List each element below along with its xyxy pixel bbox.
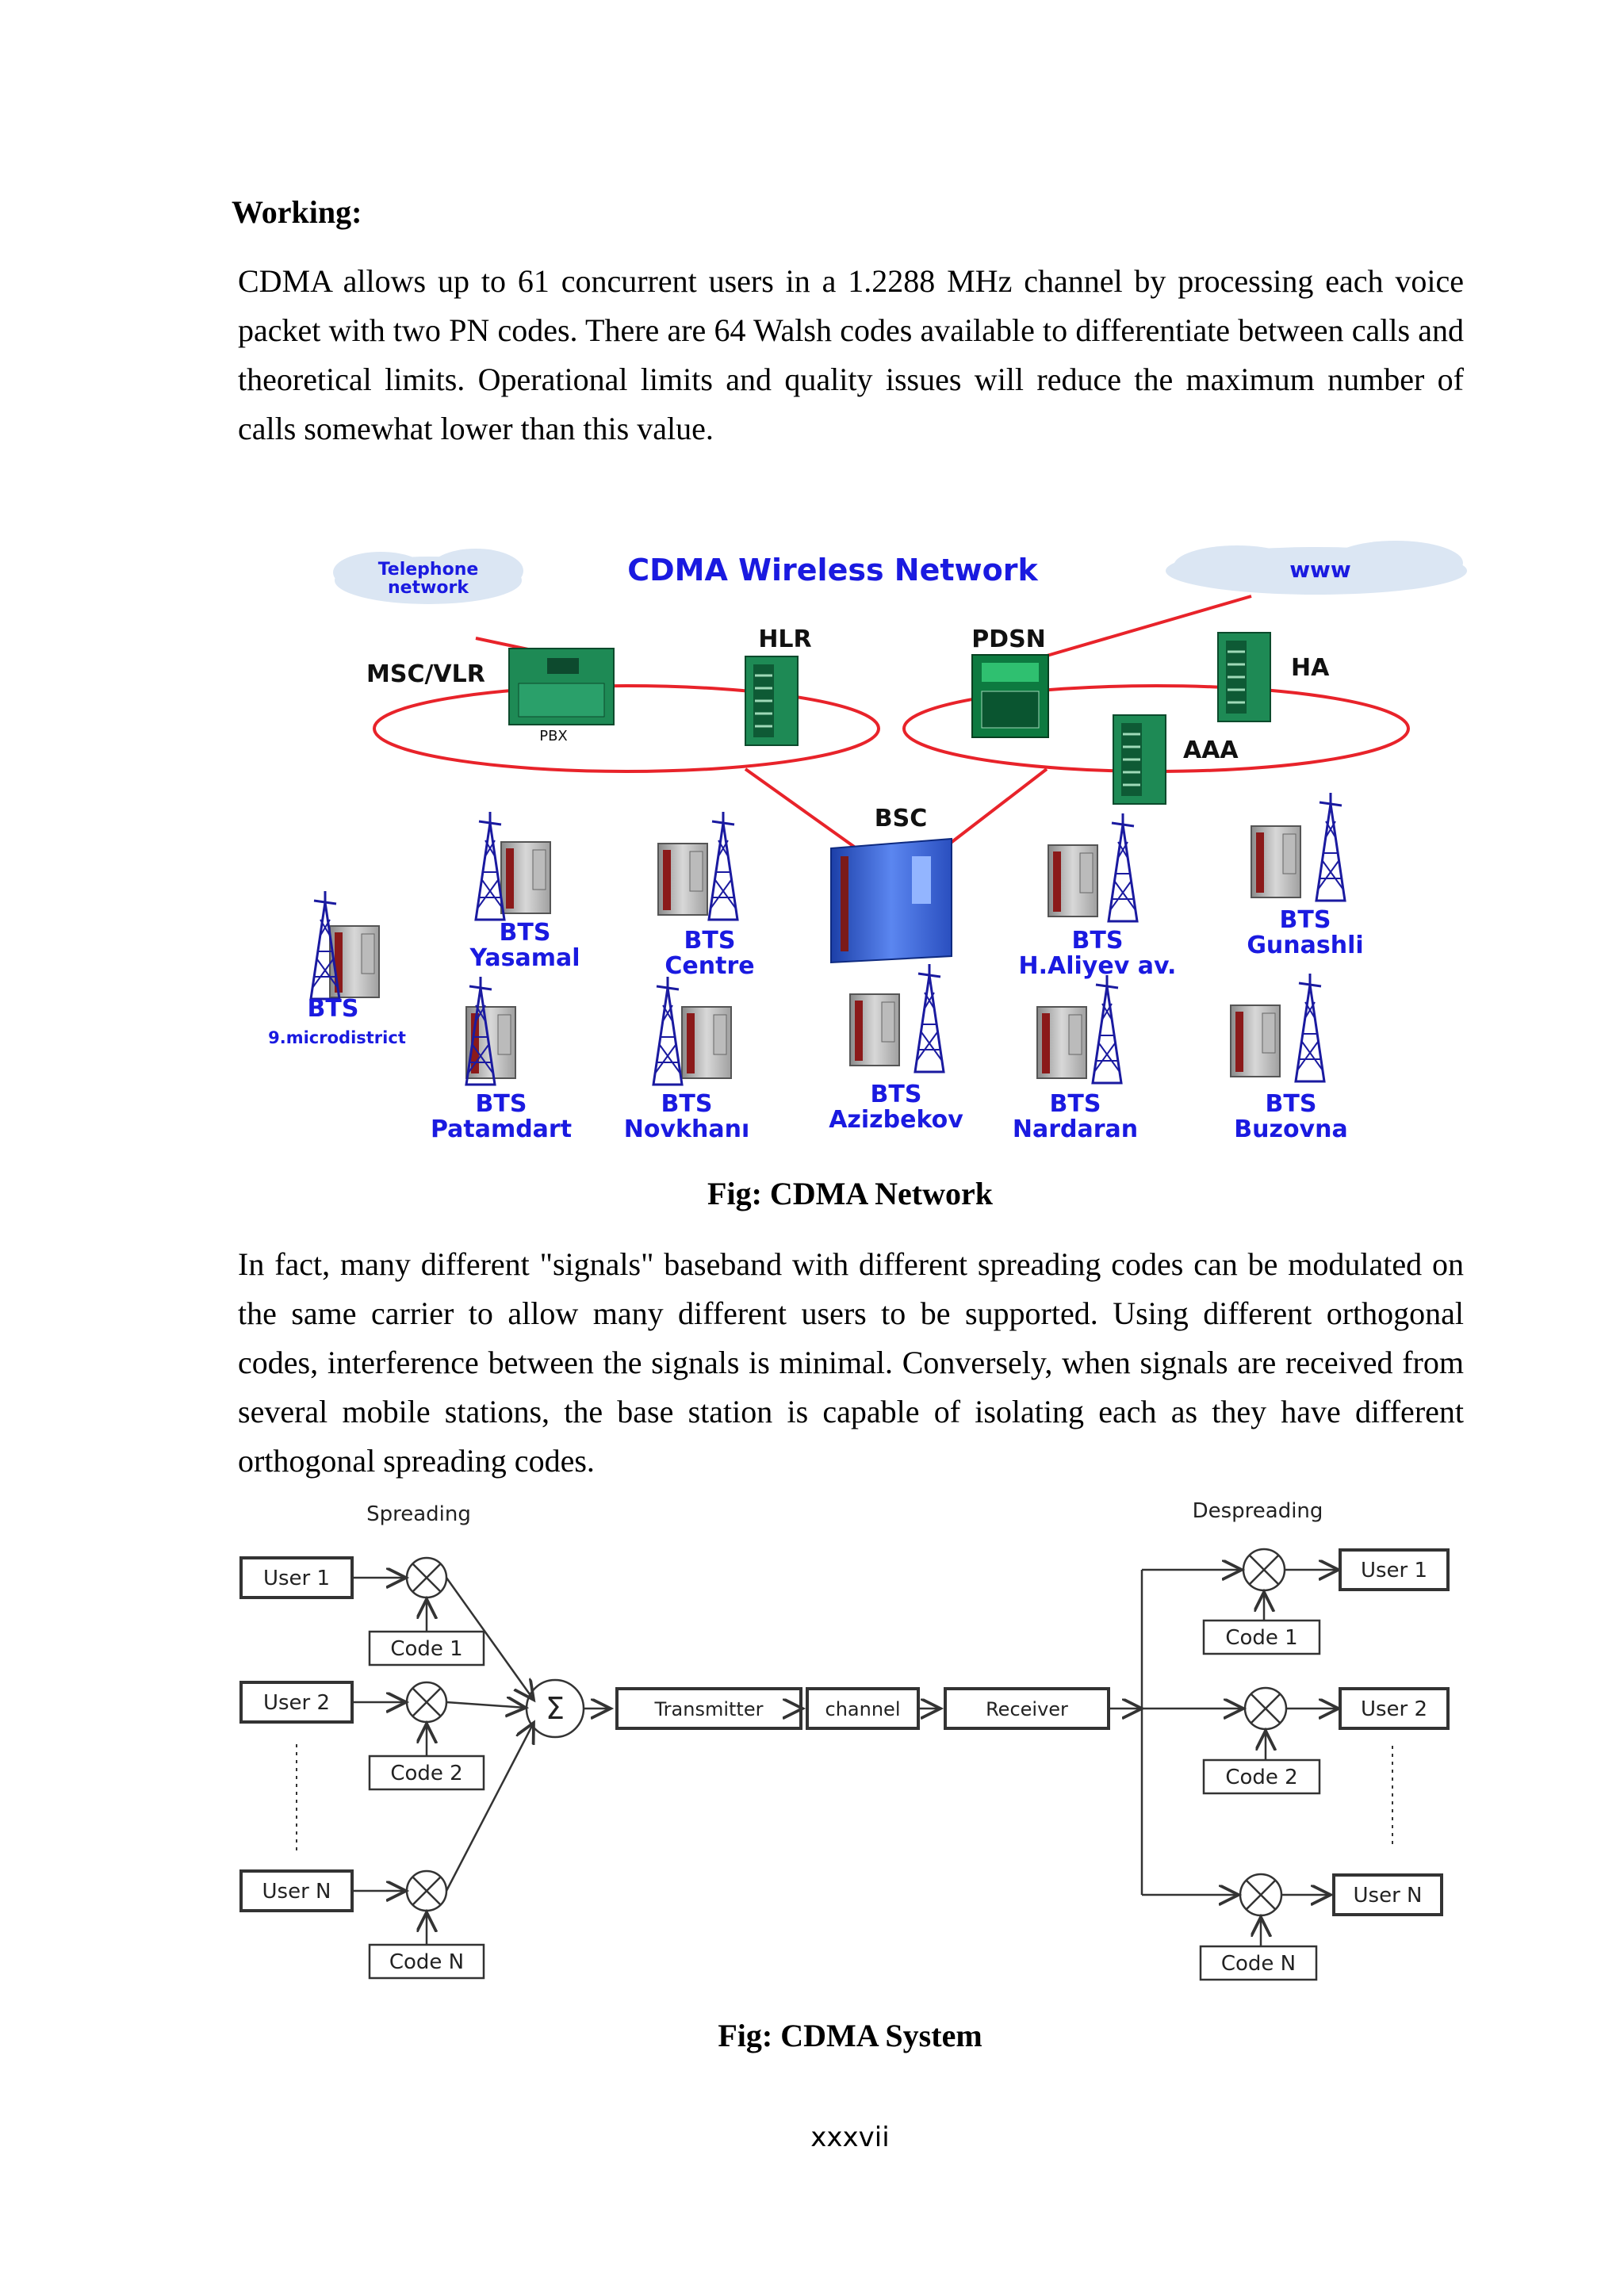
bsc-controller-icon xyxy=(830,837,952,964)
hlr-label: HLR xyxy=(758,626,811,653)
telephone-network-cloud: Telephone network xyxy=(333,549,523,604)
svg-text:9.microdistrict: 9.microdistrict xyxy=(268,1028,406,1047)
input-code-1: Code 1 xyxy=(390,1637,462,1661)
aaa-label: AAA xyxy=(1183,737,1239,764)
despreading-label: Despreading xyxy=(1193,1499,1323,1523)
pbx-label: PBX xyxy=(539,728,568,744)
channel-label: channel xyxy=(825,1698,901,1720)
output-user-n: User N xyxy=(1354,1884,1423,1908)
svg-text:BTS: BTS xyxy=(308,995,359,1023)
msc-vlr-label: MSC/VLR xyxy=(366,660,485,688)
input-user-1: User 1 xyxy=(263,1567,330,1590)
bts-novkhani: BTS Novkhanı xyxy=(624,975,749,1143)
transmitter-label: Transmitter xyxy=(654,1698,764,1720)
bts-buzovna: BTS Buzovna xyxy=(1230,972,1348,1143)
cdma-network-diagram: Telephone network www CDMA Wireless Netw… xyxy=(268,541,1467,1143)
svg-text:BTS: BTS xyxy=(1050,1090,1101,1118)
svg-text:BTS: BTS xyxy=(476,1090,527,1118)
svg-text:BTS: BTS xyxy=(661,1090,713,1118)
pdsn-router-icon xyxy=(971,654,1049,738)
figure-caption-system: Fig: CDMA System xyxy=(718,2018,982,2053)
bts-gunashli: BTS Gunashli xyxy=(1247,791,1364,959)
svg-text:BTS: BTS xyxy=(684,927,736,955)
bts-patamdart: BTS Patamdart xyxy=(431,975,572,1143)
section-heading: Working: xyxy=(232,194,362,230)
bts-centre: BTS Centre xyxy=(657,810,755,980)
svg-text:Gunashli: Gunashli xyxy=(1247,932,1363,959)
svg-text:BTS: BTS xyxy=(1280,906,1331,934)
svg-text:Yasamal: Yasamal xyxy=(469,944,580,972)
ha-label: HA xyxy=(1291,654,1330,682)
cdma-system-diagram: Spreading Despreading User 1 User 2 User… xyxy=(239,1499,1450,1981)
bts-9-microdistrict: BTS 9.microdistrict xyxy=(268,890,406,1047)
bts-yasamal: BTS Yasamal xyxy=(469,810,580,972)
page-number: xxxvii xyxy=(810,2122,890,2153)
input-user-n: User N xyxy=(262,1880,331,1904)
input-user-2: User 2 xyxy=(263,1691,330,1715)
network-title: CDMA Wireless Network xyxy=(627,553,1038,587)
cloud-label-line2: network xyxy=(388,578,469,598)
output-code-1: Code 1 xyxy=(1225,1626,1297,1650)
svg-text:BTS: BTS xyxy=(1072,927,1124,955)
hlr-server-icon xyxy=(744,655,799,747)
svg-text:Patamdart: Patamdart xyxy=(431,1115,572,1143)
www-label: www xyxy=(1289,557,1351,583)
bts-h-aliyev-av: BTS H.Aliyev av. xyxy=(1019,812,1177,980)
paragraph-working: CDMA allows up to 61 concurrent users in… xyxy=(238,263,1464,446)
svg-text:BTS: BTS xyxy=(871,1081,922,1108)
svg-text:BTS: BTS xyxy=(500,919,551,947)
input-code-n: Code N xyxy=(389,1950,464,1974)
core-ring-left xyxy=(373,684,880,773)
svg-text:Novkhanı: Novkhanı xyxy=(624,1115,749,1143)
ha-server-icon xyxy=(1216,631,1272,723)
summation-symbol: Σ xyxy=(546,1691,565,1726)
input-code-2: Code 2 xyxy=(390,1762,462,1785)
svg-text:Centre: Centre xyxy=(665,952,754,980)
aaa-server-icon xyxy=(1112,714,1167,806)
bts-nardaran: BTS Nardaran xyxy=(1013,974,1138,1143)
output-user-2: User 2 xyxy=(1361,1697,1427,1721)
svg-text:Nardaran: Nardaran xyxy=(1013,1115,1138,1143)
svg-text:Buzovna: Buzovna xyxy=(1234,1115,1347,1143)
output-code-2: Code 2 xyxy=(1225,1766,1297,1789)
paragraph-orthogonal-codes: In fact, many different "signals" baseba… xyxy=(238,1246,1464,1479)
output-code-n: Code N xyxy=(1221,1952,1296,1976)
pbx-switch-icon: PBX xyxy=(508,648,615,744)
receiver-label: Receiver xyxy=(986,1698,1068,1720)
pdsn-label: PDSN xyxy=(971,626,1046,653)
svg-text:BTS: BTS xyxy=(1266,1090,1317,1118)
cloud-label-line1: Telephone xyxy=(378,560,479,580)
svg-text:Azizbekov: Azizbekov xyxy=(829,1106,963,1134)
bsc-label: BSC xyxy=(875,805,928,832)
output-user-1: User 1 xyxy=(1361,1559,1427,1582)
bts-azizbekov: BTS Azizbekov xyxy=(829,962,963,1134)
www-cloud: www xyxy=(1166,541,1467,595)
spreading-label: Spreading xyxy=(366,1502,471,1526)
figure-caption-network: Fig: CDMA Network xyxy=(707,1176,993,1211)
svg-text:H.Aliyev av.: H.Aliyev av. xyxy=(1019,952,1177,980)
